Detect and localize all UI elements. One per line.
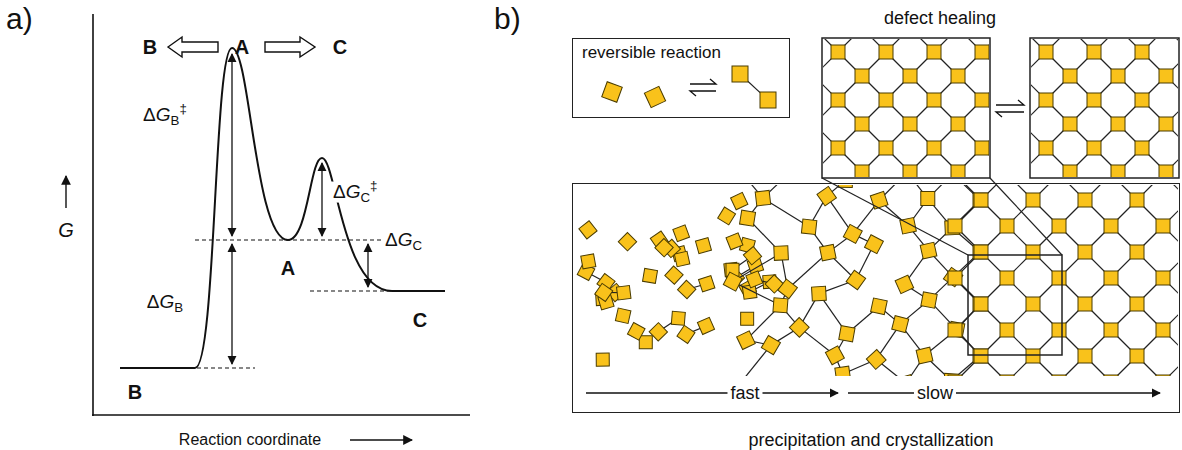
energy-diagram	[66, 14, 470, 440]
rate-label: fast	[727, 384, 762, 404]
reaction-panel: reversible reaction	[572, 38, 790, 118]
state-letter: C	[413, 309, 427, 331]
panel-letter: b)	[494, 2, 521, 35]
crystallization-panel: fastslowprecipitation and crystallizatio…	[572, 183, 1180, 413]
crystallization-art	[574, 185, 1178, 410]
defect-lattice	[823, 39, 989, 177]
equilibrium-arrows	[690, 79, 1024, 117]
axis-label: G	[58, 219, 74, 241]
zoom-leaders	[822, 178, 1062, 355]
rate-arrows	[586, 392, 1160, 393]
reversible-reaction-art	[602, 66, 776, 108]
healed-lattice	[1031, 39, 1178, 177]
rate-label: slow	[914, 384, 956, 404]
state-letter: B	[143, 36, 157, 58]
energy-label: ΔGB‡	[143, 105, 187, 126]
state-letter: A	[281, 257, 295, 279]
energy-label: ΔGC‡	[330, 182, 381, 203]
panel-letter: a)	[6, 2, 33, 35]
energy-label: ΔGB	[147, 292, 183, 313]
axis-label: Reaction coordinate	[179, 431, 321, 449]
zoom-boxes	[822, 38, 1179, 178]
state-letter: C	[333, 36, 347, 58]
panel-heading: defect healing	[884, 9, 996, 29]
state-letter: A	[235, 36, 249, 58]
panel-caption: precipitation and crystallization	[748, 431, 993, 450]
box-title: reversible reaction	[582, 44, 721, 63]
state-letter: B	[128, 381, 142, 403]
energy-label: ΔGC	[382, 230, 425, 251]
